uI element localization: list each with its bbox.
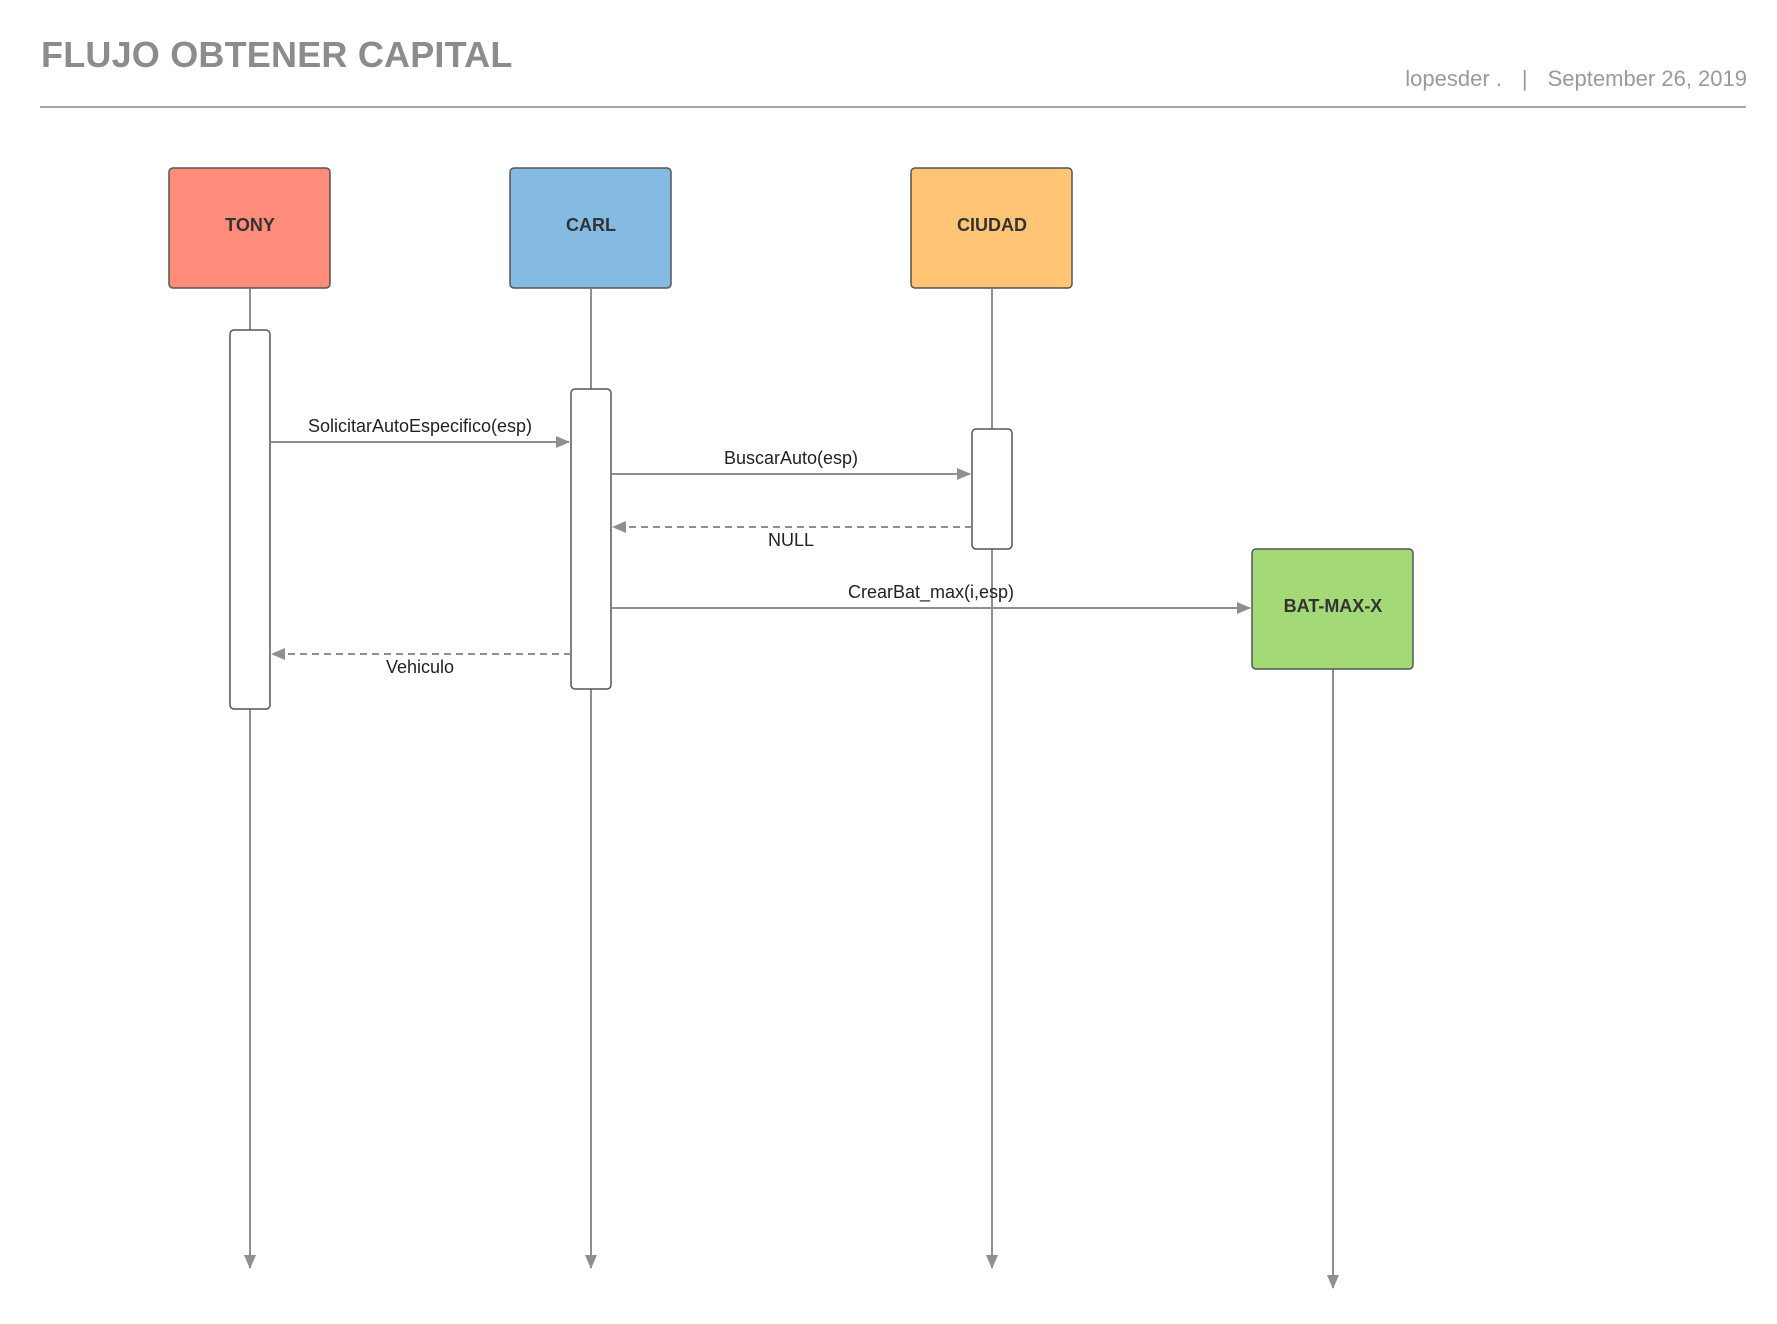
message-null-return[interactable]: NULL (612, 521, 972, 550)
participant-carl[interactable]: CARL (509, 167, 672, 289)
header-meta: lopesder . | September 26, 2019 (1405, 66, 1747, 92)
participant-tony-label: TONY (225, 215, 275, 235)
participant-batmax-label: BAT-MAX-X (1284, 596, 1383, 616)
activation-tony[interactable] (229, 329, 271, 710)
message-crear-batmax-label: CrearBat_max(i,esp) (848, 582, 1014, 603)
participant-ciudad-label: CIUDAD (957, 215, 1027, 235)
participant-carl-label: CARL (566, 215, 616, 235)
activation-ciudad[interactable] (971, 428, 1013, 550)
message-vehiculo-return[interactable]: Vehiculo (271, 648, 571, 677)
date-label: September 26, 2019 (1547, 66, 1747, 91)
message-crear-batmax[interactable]: CrearBat_max(i,esp) (611, 582, 1251, 614)
participant-batmax[interactable]: BAT-MAX-X (1251, 548, 1414, 670)
header-divider (40, 106, 1746, 108)
message-null-return-label: NULL (768, 530, 814, 550)
participant-ciudad[interactable]: CIUDAD (910, 167, 1073, 289)
message-solicitar-auto[interactable]: SolicitarAutoEspecifico(esp) (270, 416, 570, 448)
message-vehiculo-return-label: Vehiculo (386, 657, 454, 677)
message-buscar-auto-label: BuscarAuto(esp) (724, 448, 858, 468)
participant-tony[interactable]: TONY (168, 167, 331, 289)
message-solicitar-auto-label: SolicitarAutoEspecifico(esp) (308, 416, 532, 436)
author-label: lopesder . (1405, 66, 1502, 91)
page-title: FLUJO OBTENER CAPITAL (41, 34, 513, 75)
activation-carl[interactable] (570, 388, 612, 690)
message-buscar-auto[interactable]: BuscarAuto(esp) (611, 448, 971, 480)
separator: | (1521, 66, 1528, 91)
